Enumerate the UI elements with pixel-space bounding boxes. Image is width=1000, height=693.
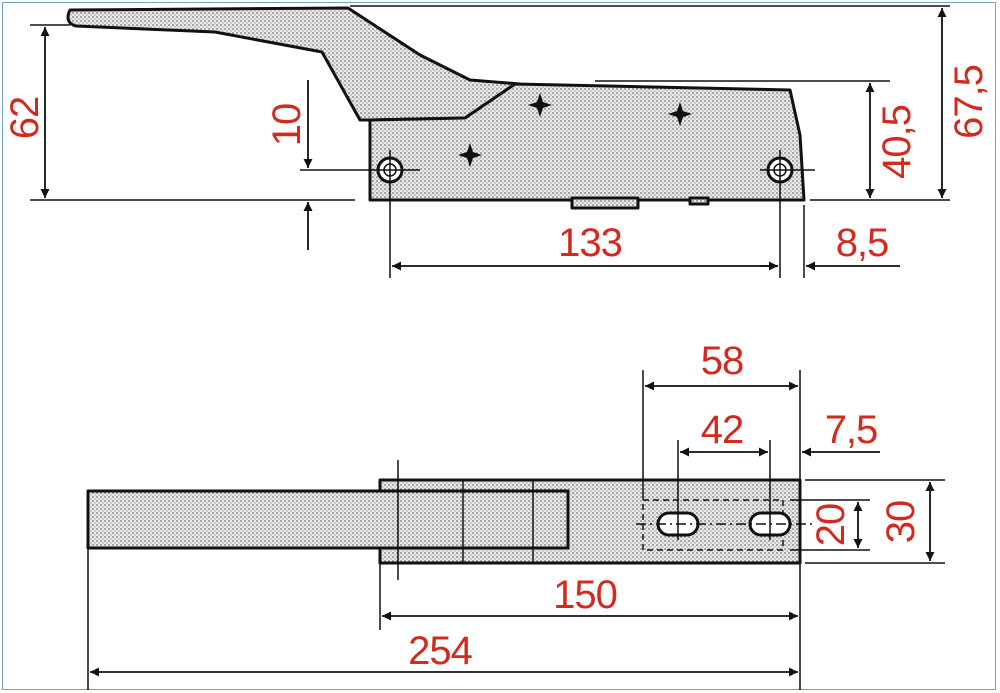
dim-total-height: 67,5 — [947, 65, 991, 139]
side-view: 62 10 67,5 40,5 133 8,5 — [3, 5, 991, 278]
lever-arm-top — [86, 489, 570, 550]
dim-slot-edge-offset: 7,5 — [825, 408, 878, 452]
top-view: 58 42 7,5 20 30 150 254 — [86, 339, 945, 690]
dim-slot-band-width: 20 — [809, 504, 853, 547]
bottom-stub — [688, 196, 710, 206]
rivet-marker-1 — [528, 93, 552, 117]
rivet-marker-2 — [668, 102, 692, 126]
bottom-tab — [570, 196, 640, 210]
dim-slot-span: 58 — [701, 339, 744, 383]
latch-lever — [66, 6, 522, 122]
dim-base-height: 40,5 — [875, 105, 919, 179]
latch-base — [368, 82, 806, 202]
dim-slot-spacing: 42 — [701, 408, 744, 452]
rivet-marker-3 — [458, 143, 482, 167]
dim-body-width: 30 — [879, 501, 923, 544]
dim-pin-offset: 10 — [265, 104, 309, 147]
dim-total-length: 254 — [408, 629, 472, 673]
dim-hole-spacing: 133 — [558, 221, 622, 265]
dim-lever-height: 62 — [3, 97, 47, 140]
dim-base-length: 150 — [553, 573, 617, 617]
dim-edge-offset: 8,5 — [836, 221, 889, 265]
